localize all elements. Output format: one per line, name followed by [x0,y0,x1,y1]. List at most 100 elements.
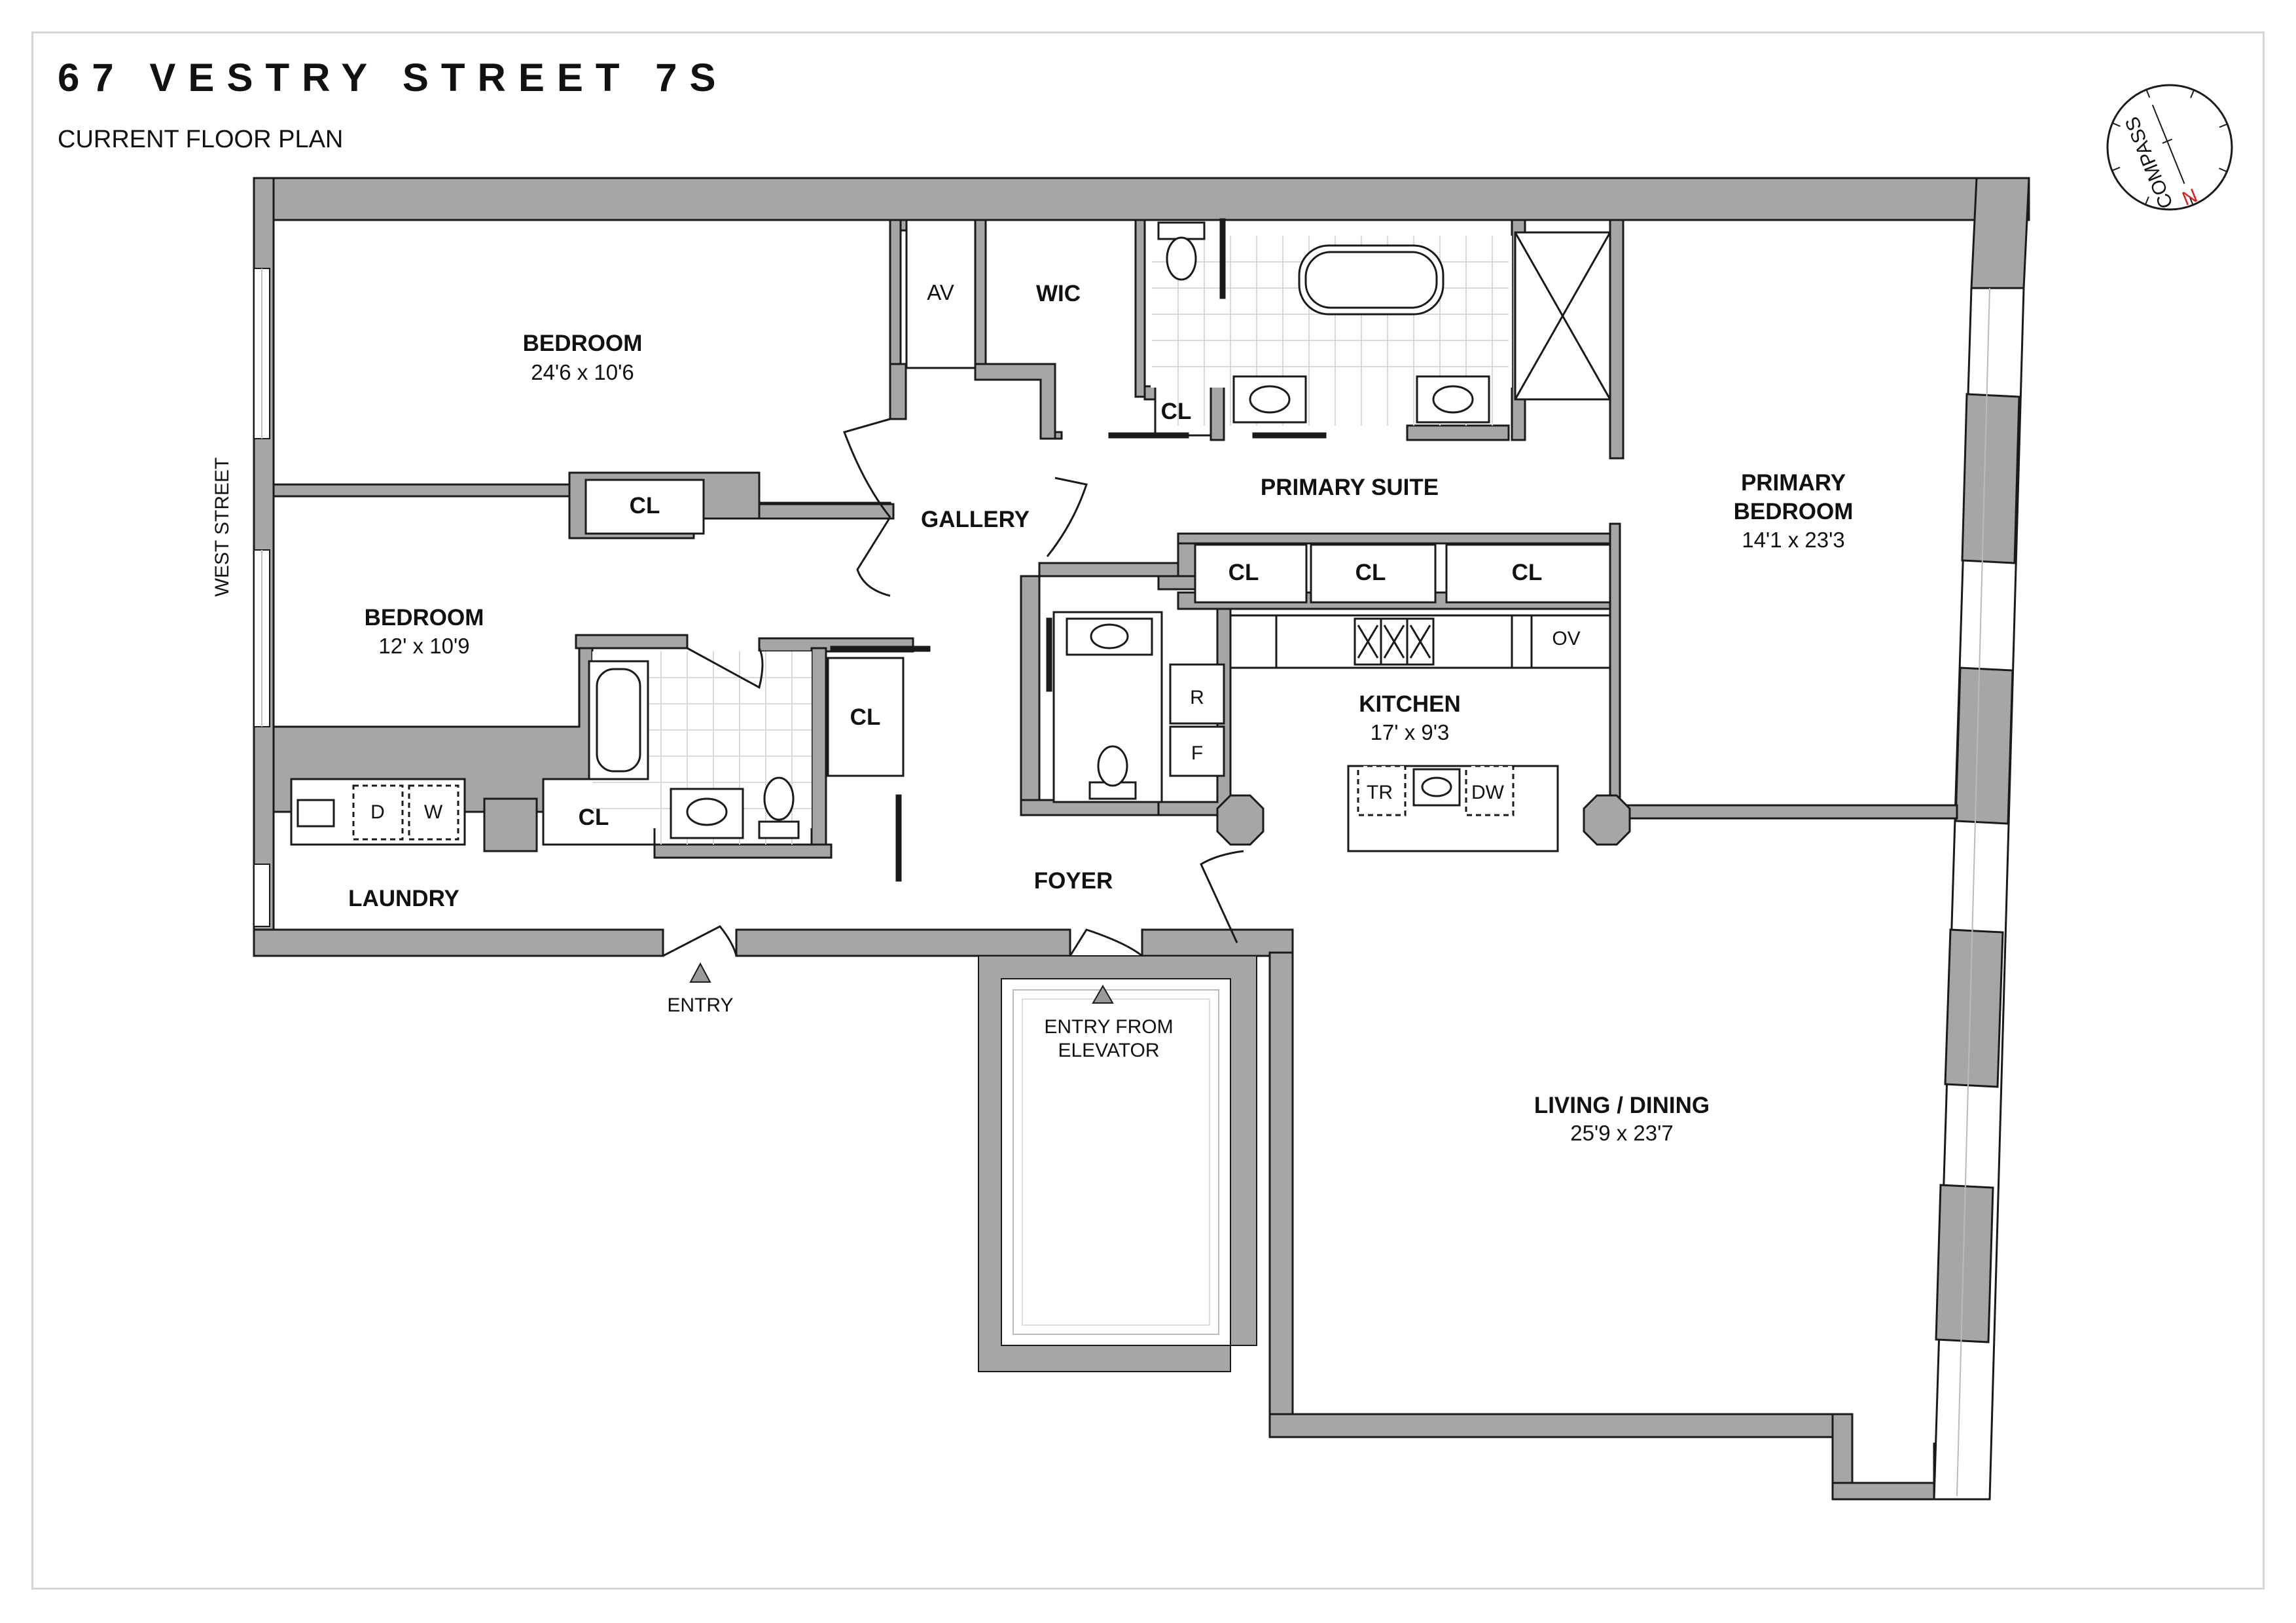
dishwasher [1465,765,1515,816]
bedroom2-dims: 12' x 10'9 [378,634,469,658]
closet-suite-2 [1310,543,1437,604]
primary-bedroom-name-2: BEDROOM [1734,499,1854,524]
foyer-label: FOYER [1034,868,1113,894]
street-label: WEST STREET [211,458,233,597]
closet-bath [1154,385,1212,437]
bedroom-partition [272,483,584,498]
toilet-tank [1157,221,1206,240]
refrigerator [1169,663,1225,725]
living-south-wall [1268,1413,1854,1438]
toilet [1097,745,1128,787]
east-facade [1933,287,2025,1501]
dishwasher-label: DW [1471,782,1505,803]
laundry-pier [483,797,538,852]
oven-label: OV [1552,628,1580,649]
elevator-door [1069,928,1143,957]
wic [986,220,1136,416]
columns [1216,794,1631,846]
dryer [352,784,404,841]
closet-label: CL [630,493,660,519]
door-swing [687,647,764,689]
av-label: AV [927,280,954,304]
south-wall-east [1141,928,1294,957]
closet-bedroom2 [827,657,905,777]
wic-label: WIC [1036,281,1081,306]
primary-bedroom-name: PRIMARY [1741,470,1846,496]
door-swing [856,517,891,597]
page-frame [31,31,2265,1590]
compass: COMPASS N [2106,84,2233,211]
exterior-walls [253,177,2030,1501]
closet-suite-3 [1445,543,1611,604]
closet-bedroom1 [584,479,705,535]
south-wall-mid [735,928,1071,957]
washer-label: W [424,801,443,823]
living-name: LIVING / DINING [1534,1093,1710,1118]
closet-label: CL [579,805,609,830]
window-pier [1954,666,2014,825]
toilet [763,776,795,821]
freezer [1169,725,1225,777]
elevator-arrow-icon [1092,984,1114,1004]
closet-label: CL [1355,560,1386,585]
primary-suite-label: PRIMARY SUITE [1261,475,1439,500]
south-wall-west [253,928,664,957]
ne-corner-wall [1970,177,2030,289]
elevator-entry-label-2: ELEVATOR [1058,1040,1159,1061]
laundry-fixtures [290,778,466,846]
window-pier [1961,393,2020,564]
door-swing [843,418,891,518]
entry-arrows [689,962,1114,1004]
closet-label: CL [850,704,881,730]
primary-bedroom-dims: 14'1 x 23'3 [1742,528,1845,552]
closet-label: CL [1229,560,1259,585]
dryer-label: D [370,801,385,823]
living-door [1200,850,1244,943]
entry-arrow-icon [689,962,711,983]
washer [408,784,459,841]
entry-door [662,925,738,957]
pocket-doors [830,218,1327,882]
freezer-label: F [1191,742,1203,764]
page-title: 67 VESTRY STREET 7S [58,56,728,100]
closet-label: CL [1161,399,1192,424]
bedroom2-name: BEDROOM [365,605,484,630]
closet-label: CL [1512,560,1543,585]
west-windows [253,268,270,927]
toilet-tank [758,820,800,839]
laundry-label: LAUNDRY [348,886,459,911]
window-pier [1944,928,2004,1088]
column [1583,794,1631,846]
primary-bedroom-west-wall [1609,522,1621,813]
entry-label: ENTRY [667,994,733,1016]
kitchen-dims: 17' x 9'3 [1371,720,1450,744]
living-west-wall [1268,951,1294,1419]
living-dims: 25'9 x 23'7 [1570,1121,1674,1145]
closet-suite-1 [1194,543,1308,604]
elevator-vestibule [978,955,1257,1372]
bedroom1-east-wall [889,219,902,365]
trash [1357,765,1407,816]
gallery-label: GALLERY [921,507,1030,532]
window-pier [1935,1184,1994,1343]
toilet [1166,236,1197,281]
kitchen-name: KITCHEN [1359,691,1461,717]
av-closet [905,219,977,369]
bedroom1-name: BEDROOM [523,331,643,356]
bathrooms [588,221,1611,845]
column [1216,794,1265,846]
primary-bath-west-wall [1134,219,1146,398]
elevator-entry-label: ENTRY FROM [1044,1016,1173,1038]
laundry-sink [296,799,335,828]
kitchen-fixtures [1169,614,1611,852]
window [253,864,270,927]
labels: WEST STREET BEDROOM 24'6 x 10'6 BEDROOM … [211,280,1853,1145]
bedroom1-dims: 24'6 x 10'6 [531,360,634,384]
doors [662,418,1244,957]
trash-label: TR [1367,782,1393,803]
refrigerator-label: R [1190,687,1204,708]
door-swing [1046,477,1088,557]
north-wall [253,177,2030,221]
page-subtitle: CURRENT FLOOR PLAN [58,126,344,153]
